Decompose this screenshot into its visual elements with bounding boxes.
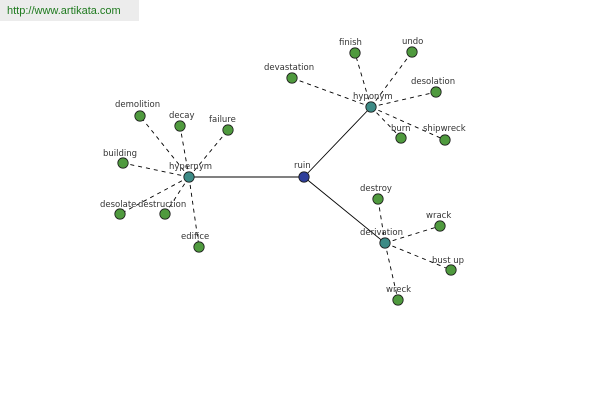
leaf-node-destruction[interactable] [159, 208, 171, 220]
leaf-label-failure: failure [209, 115, 236, 125]
leaf-node-finish[interactable] [349, 47, 361, 59]
watermark-link[interactable]: http://www.artikata.com [7, 5, 121, 17]
edge-hypernym-failure [188, 129, 229, 178]
edge-hypernym-desolate [119, 176, 190, 215]
leaf-node-decay[interactable] [174, 120, 186, 132]
hub-label-hyponym: hyponym [353, 92, 393, 102]
edge-ruin-derivation [303, 176, 386, 244]
leaf-node-undo[interactable] [406, 46, 418, 58]
edge-hyponym-shipwreck [370, 106, 446, 141]
hub-label-derivation: derivation [360, 228, 403, 238]
leaf-label-undo: undo [402, 37, 423, 47]
leaf-label-wrack: wrack [426, 211, 451, 221]
watermark: http://www.artikata.com [0, 0, 139, 21]
edge-ruin-hyponym [303, 106, 372, 178]
leaf-label-demolition: demolition [115, 100, 160, 110]
leaf-node-building[interactable] [117, 157, 129, 169]
leaf-label-desolation: desolation [411, 77, 455, 87]
edge-hypernym-demolition [139, 115, 190, 178]
leaf-label-destruction: destruction [138, 200, 186, 210]
edge-hypernym-decay [179, 125, 190, 178]
leaf-label-shipwreck: shipwreck [423, 124, 466, 134]
hub-node-derivation[interactable] [379, 237, 391, 249]
leaf-node-failure[interactable] [222, 124, 234, 136]
leaf-label-finish: finish [339, 38, 362, 48]
leaf-node-bust-up[interactable] [445, 264, 457, 276]
edge-hypernym-edifice [188, 176, 200, 248]
leaf-label-wreck: wreck [386, 285, 411, 295]
edge-hyponym-finish [354, 52, 372, 108]
edge-derivation-bust-up [384, 242, 452, 271]
leaf-node-destroy[interactable] [372, 193, 384, 205]
leaf-node-burn[interactable] [395, 132, 407, 144]
hub-label-hypernym: hypernym [169, 162, 212, 172]
leaf-label-bust-up: bust up [432, 256, 464, 266]
leaf-label-destroy: destroy [360, 184, 392, 194]
edge-derivation-wreck [384, 242, 399, 301]
edge-hyponym-devastation [291, 77, 372, 108]
leaf-node-edifice[interactable] [193, 241, 205, 253]
root-label-ruin: ruin [294, 161, 311, 171]
leaf-node-wrack[interactable] [434, 220, 446, 232]
root-node-ruin[interactable] [298, 171, 310, 183]
leaf-node-shipwreck[interactable] [439, 134, 451, 146]
leaf-node-desolate[interactable] [114, 208, 126, 220]
leaf-label-edifice: edifice [181, 232, 209, 242]
leaf-label-decay: decay [169, 111, 195, 121]
leaf-node-demolition[interactable] [134, 110, 146, 122]
edge-hyponym-desolation [370, 91, 437, 108]
leaf-label-building: building [103, 149, 137, 159]
leaf-label-devastation: devastation [264, 63, 314, 73]
leaf-node-wreck[interactable] [392, 294, 404, 306]
hub-node-hyponym[interactable] [365, 101, 377, 113]
leaf-node-devastation[interactable] [286, 72, 298, 84]
edge-hyponym-burn [370, 106, 402, 139]
leaf-label-burn: burn [391, 124, 411, 134]
leaf-label-desolate: desolate [100, 200, 136, 210]
edge-hyponym-undo [370, 51, 413, 108]
hub-node-hypernym[interactable] [183, 171, 195, 183]
leaf-node-desolation[interactable] [430, 86, 442, 98]
edge-derivation-wrack [384, 225, 441, 244]
edge-hypernym-building [122, 162, 190, 178]
